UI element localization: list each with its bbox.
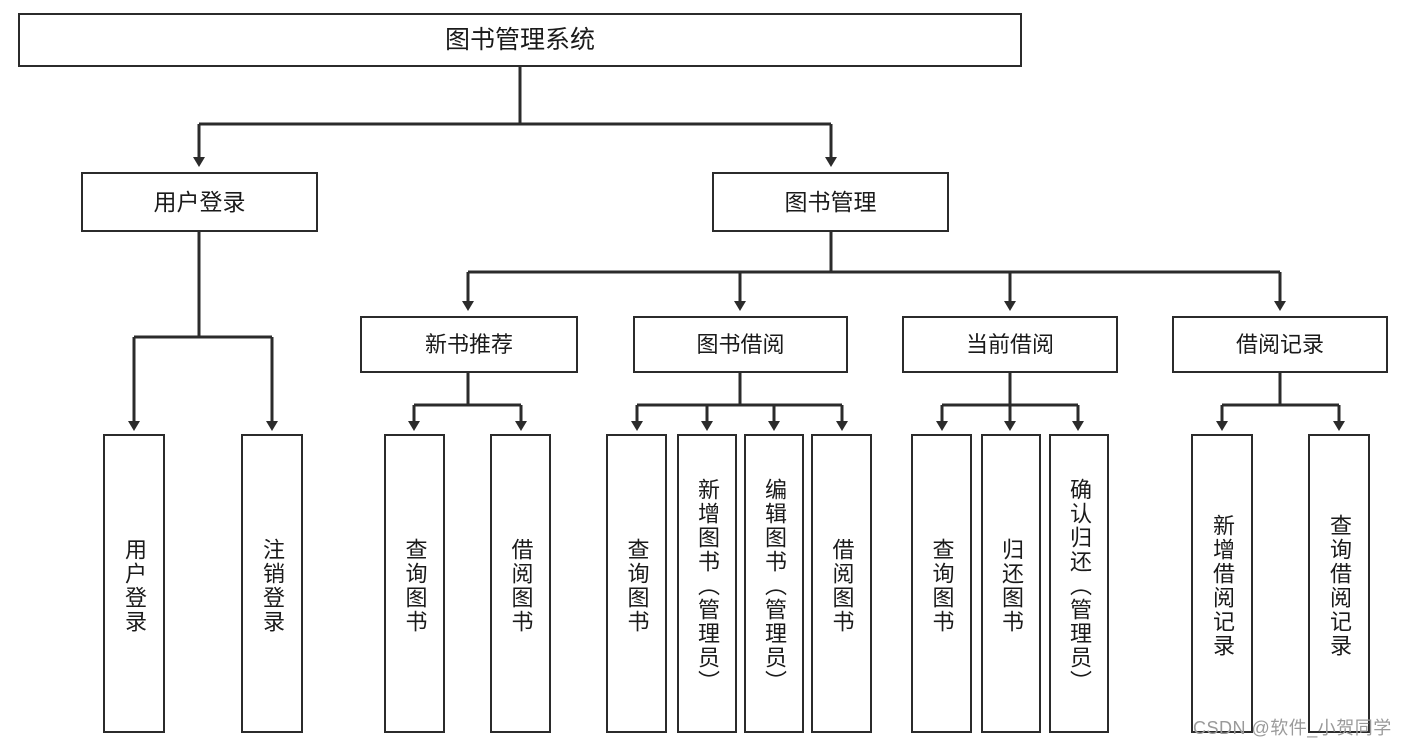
node-user-login[interactable]: 用户登录 [81,172,318,232]
node-label: 借阅图书 [508,537,534,634]
node-label: 新增图书（管理员） [695,477,720,694]
leaf-confirm-return-admin[interactable]: 确认归还（管理员） [1049,434,1109,733]
node-label: 新增借阅记录 [1210,513,1235,658]
leaf-return-book[interactable]: 归还图书 [981,434,1041,733]
node-label: 注销登录 [260,537,285,634]
node-label: 归还图书 [999,537,1024,634]
leaf-edit-book-admin[interactable]: 编辑图书（管理员） [744,434,804,733]
leaf-query-book-borrow[interactable]: 查询图书 [606,434,667,733]
leaf-borrow-book[interactable]: 借阅图书 [811,434,872,733]
node-label: 编辑图书（管理员） [762,477,787,694]
node-book-borrow[interactable]: 图书借阅 [633,316,848,373]
leaf-query-book-current[interactable]: 查询图书 [911,434,972,733]
leaf-logout[interactable]: 注销登录 [241,434,303,733]
node-label: 查询图书 [929,537,955,634]
leaf-user-login[interactable]: 用户登录 [103,434,165,733]
node-current-borrow[interactable]: 当前借阅 [902,316,1118,373]
leaf-add-book-admin[interactable]: 新增图书（管理员） [677,434,737,733]
node-label: 用户登录 [122,537,147,634]
node-label: 借阅记录 [1235,331,1324,357]
node-borrow-record[interactable]: 借阅记录 [1172,316,1388,373]
node-label: 当前借阅 [965,331,1054,357]
leaf-borrow-book-recommend[interactable]: 借阅图书 [490,434,551,733]
node-label: 图书借阅 [696,331,785,357]
watermark-text: CSDN @软件_小贺同学 [1193,718,1392,738]
leaf-query-book-recommend[interactable]: 查询图书 [384,434,445,733]
leaf-query-borrow-record[interactable]: 查询借阅记录 [1308,434,1370,733]
node-book-management[interactable]: 图书管理 [712,172,949,232]
node-label: 确认归还（管理员） [1067,477,1092,694]
node-new-book-recommend[interactable]: 新书推荐 [360,316,578,373]
node-label: 查询图书 [402,537,428,634]
node-label: 借阅图书 [829,537,855,634]
node-label: 查询借阅记录 [1327,513,1352,658]
node-label: 新书推荐 [424,331,513,357]
node-root-system[interactable]: 图书管理系统 [18,13,1022,67]
node-label: 图书管理 [784,188,877,215]
node-label: 用户登录 [153,188,246,215]
node-label: 图书管理系统 [444,25,595,54]
leaf-add-borrow-record[interactable]: 新增借阅记录 [1191,434,1253,733]
node-label: 查询图书 [624,537,650,634]
